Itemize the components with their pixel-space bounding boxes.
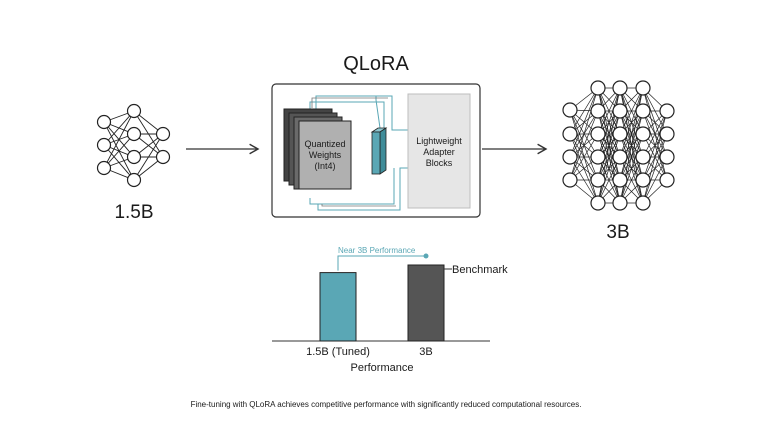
network-node [155,126,171,142]
network-node [562,102,578,118]
large-network-icon [562,80,675,211]
quantized-line3: (Int4) [314,161,335,171]
network-node [96,114,112,130]
adapter-prism-icon [370,127,388,175]
performance-chart: Near 3B Performance Benchmark Performanc… [272,246,508,374]
network-node [635,195,651,211]
category-label: 3B [419,346,432,358]
network-node [659,172,675,188]
network-node [612,149,628,165]
network-node [612,126,628,142]
network-node [659,149,675,165]
chart-annotation: Near 3B Performance [338,246,416,255]
adapter-line2: Adapter [423,147,455,157]
network-node [96,137,112,153]
adapter-line1: Lightweight [416,136,462,146]
small-network-icon [96,103,171,188]
network-node [612,80,628,96]
bar-1 [319,272,357,342]
network-node [126,172,142,188]
network-node [659,126,675,142]
network-node [590,126,606,142]
network-node [155,149,171,165]
network-node [612,103,628,119]
caption: Fine-tuning with QLoRA achieves competit… [191,400,582,409]
network-node [126,103,142,119]
network-node [126,149,142,165]
network-node [635,126,651,142]
network-node [612,172,628,188]
quantized-line2: Weights [309,150,342,160]
chart-x-label: Performance [351,362,414,374]
network-node [562,126,578,142]
network-node [635,103,651,119]
network-node [126,126,142,142]
network-node [635,149,651,165]
page-title: QLoRA [343,53,409,75]
network-node [590,80,606,96]
network-node [635,80,651,96]
quantized-line1: Quantized [304,139,345,149]
network-node [590,195,606,211]
benchmark-label: Benchmark [452,264,508,276]
network-node [562,172,578,188]
right-model-label: 3B [606,222,629,243]
adapter-line3: Blocks [426,158,453,168]
network-node [590,103,606,119]
category-label: 1.5B (Tuned) [306,346,370,358]
network-node [612,195,628,211]
adapter-blocks [407,93,471,209]
network-node [96,160,112,176]
network-node [590,149,606,165]
network-node [659,103,675,119]
network-node [590,172,606,188]
network-node [562,149,578,165]
bar-2 [407,264,445,342]
left-model-label: 1.5B [114,202,153,223]
qlora-box: Quantized Weights (Int4) Lightweight Ada… [271,83,481,218]
network-node [635,172,651,188]
quantized-weights-block [298,120,352,190]
annotation-bracket [337,255,426,271]
annotation-dot [423,253,429,259]
